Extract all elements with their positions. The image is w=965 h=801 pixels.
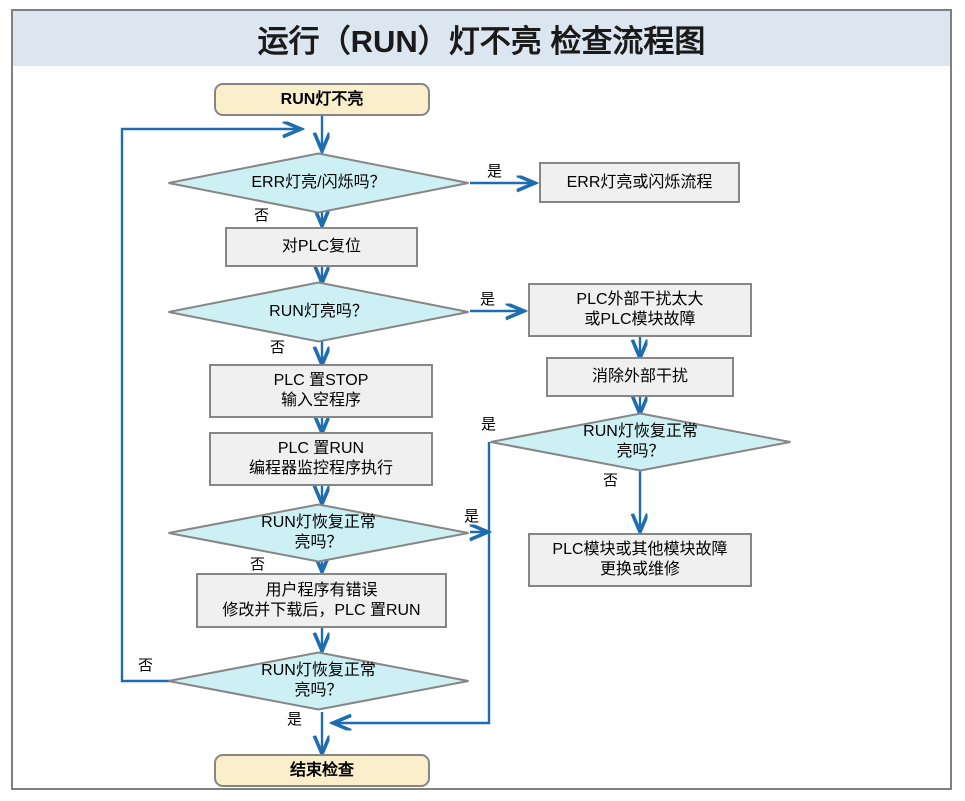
node-clear-noise-label: 消除外部干扰 xyxy=(591,368,688,385)
node-decision-run-light-on-label: RUN灯亮吗？ xyxy=(269,303,368,320)
diamond-shape xyxy=(490,412,791,472)
node-module-fault-label: PLC模块或其他模块故障 更换或维修 xyxy=(552,541,728,578)
node-start[interactable]: RUN灯不亮 xyxy=(214,83,430,116)
node-decision-run-restored-mid-label: RUN灯恢复正常 亮吗？ xyxy=(261,514,376,551)
edge-label-bottom-ok-yes: 是 xyxy=(287,711,303,728)
node-decision-run-restored-mid[interactable]: RUN灯恢复正常 亮吗？ xyxy=(167,503,470,563)
node-decision-run-light-on[interactable]: RUN灯亮吗？ xyxy=(167,281,470,343)
node-module-fault[interactable]: PLC模块或其他模块故障 更换或维修 xyxy=(528,533,752,587)
node-decision-err-light-label: ERR灯亮/闪烁吗？ xyxy=(251,174,386,191)
diagram-title-bar: 运行（RUN）灯不亮 检查流程图 xyxy=(13,11,950,66)
diamond-shape xyxy=(168,281,469,343)
edge-label-mid-ok-no: 否 xyxy=(250,556,266,573)
edge-label-right-ok-no: 否 xyxy=(603,472,619,489)
diamond-shape xyxy=(168,503,469,563)
edge-label-run-on-no: 否 xyxy=(270,339,286,356)
node-decision-run-restored-right-label: RUN灯恢复正常 亮吗？ xyxy=(583,423,698,460)
node-end[interactable]: 结束检查 xyxy=(214,754,430,787)
node-reset-plc-label: 对PLC复位 xyxy=(281,238,362,255)
edge-label-bottom-ok-no: 否 xyxy=(138,657,154,674)
node-end-label: 结束检查 xyxy=(289,761,354,779)
node-reset-plc[interactable]: 对PLC复位 xyxy=(225,227,418,267)
node-err-flow[interactable]: ERR灯亮或闪烁流程 xyxy=(539,162,740,203)
edge-label-err-no: 否 xyxy=(254,207,270,224)
node-plc-run-label: PLC 置RUN 编程器监控程序执行 xyxy=(248,440,393,477)
node-plc-stop[interactable]: PLC 置STOP 输入空程序 xyxy=(209,364,433,418)
node-decision-err-light[interactable]: ERR灯亮/闪烁吗？ xyxy=(167,152,470,214)
node-user-program-error-label: 用户程序有错误 修改并下载后，PLC 置RUN xyxy=(222,581,421,619)
page-title: 运行（RUN）灯不亮 检查流程图 xyxy=(257,24,706,59)
node-plc-run[interactable]: PLC 置RUN 编程器监控程序执行 xyxy=(209,432,433,486)
node-external-noise[interactable]: PLC外部干扰太大 或PLC模块故障 xyxy=(528,283,752,337)
diamond-shape xyxy=(168,651,469,711)
node-decision-run-restored-bottom[interactable]: RUN灯恢复正常 亮吗？ xyxy=(167,651,470,711)
node-decision-run-restored-bottom-label: RUN灯恢复正常 亮吗？ xyxy=(261,662,376,699)
node-decision-run-restored-right[interactable]: RUN灯恢复正常 亮吗？ xyxy=(489,412,792,472)
node-clear-noise[interactable]: 消除外部干扰 xyxy=(546,357,734,397)
node-err-flow-label: ERR灯亮或闪烁流程 xyxy=(566,173,713,191)
node-start-label: RUN灯不亮 xyxy=(280,90,364,108)
edge-label-right-ok-yes: 是 xyxy=(481,416,497,433)
edge-label-run-on-yes: 是 xyxy=(480,291,496,308)
node-user-program-error[interactable]: 用户程序有错误 修改并下载后，PLC 置RUN xyxy=(196,573,447,628)
diamond-shape xyxy=(168,152,469,214)
edge-label-mid-ok-yes: 是 xyxy=(464,508,480,525)
node-external-noise-label: PLC外部干扰太大 或PLC模块故障 xyxy=(576,291,704,328)
node-plc-stop-label: PLC 置STOP 输入空程序 xyxy=(273,372,369,409)
edge-label-err-yes: 是 xyxy=(487,163,503,180)
